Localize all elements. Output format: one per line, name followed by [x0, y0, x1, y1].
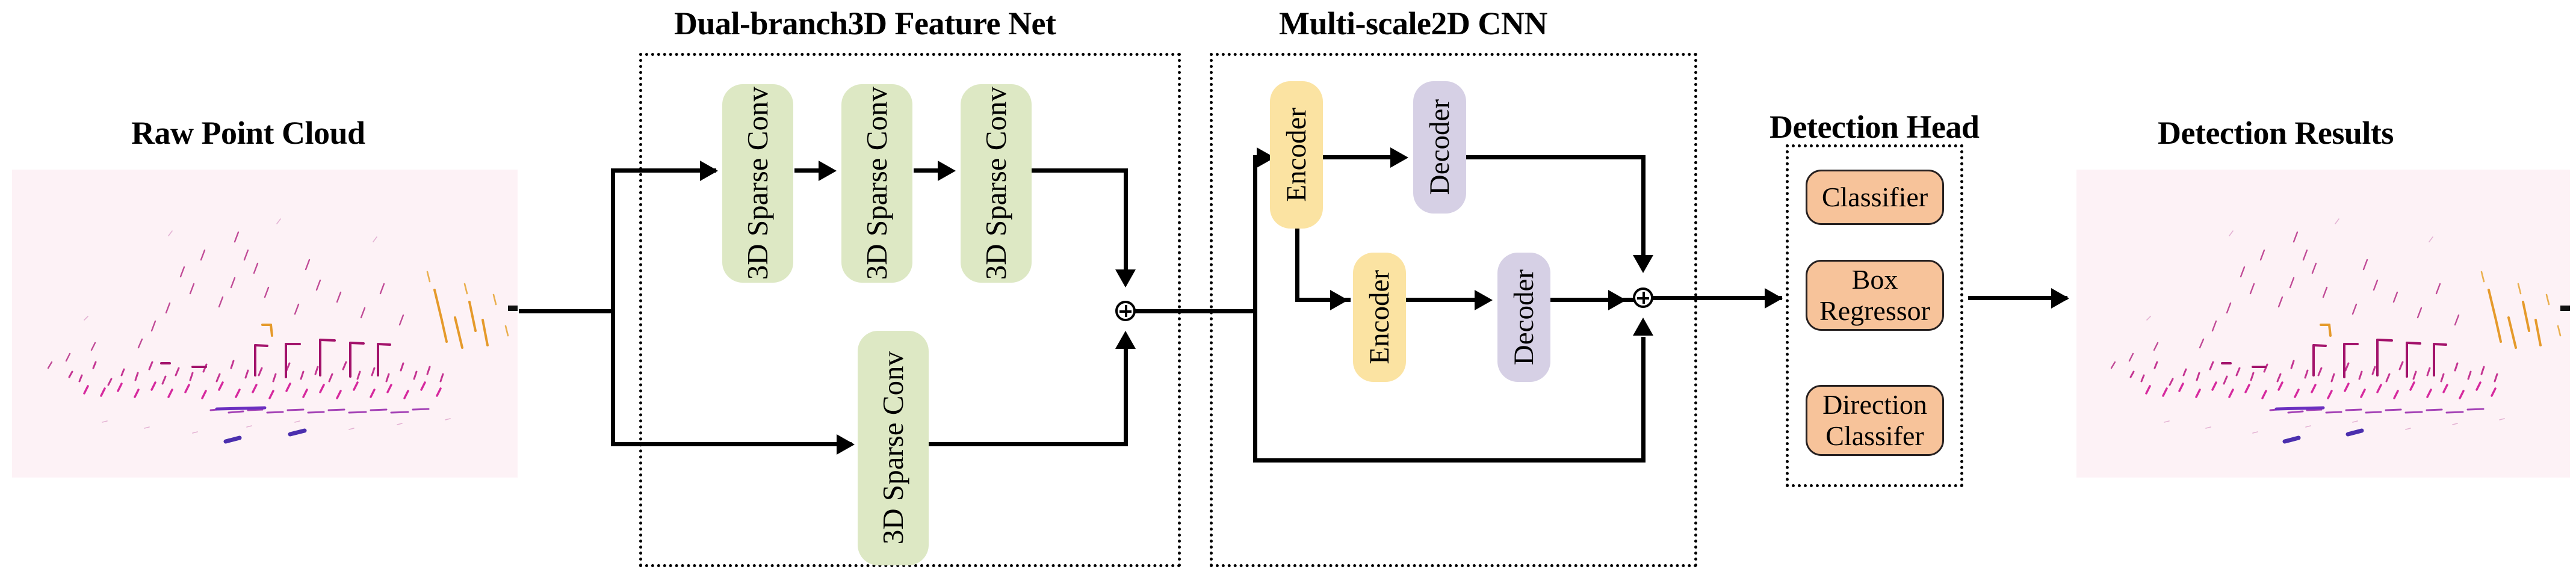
block-label: Encoder	[1280, 108, 1312, 202]
arrow-into-encoder2	[1330, 290, 1348, 310]
arrow-conv2-to-conv3	[938, 161, 956, 181]
connector-encoder1-to-encoder2	[1295, 298, 1351, 302]
arrow-into-conv4	[837, 434, 855, 455]
connector-input-to-split	[519, 309, 615, 313]
connector-right-rail-down	[1641, 155, 1646, 259]
caption-raw-point-cloud: Raw Point Cloud	[131, 115, 365, 151]
arrow-into-decoder2	[1475, 290, 1493, 310]
merge-sum-cnn	[1633, 287, 1653, 308]
head-block-label-line2: Regressor	[1819, 295, 1930, 326]
connector-decoder2-to-merge	[1550, 298, 1635, 302]
connector-conv2-to-conv3	[914, 168, 941, 173]
connector-conv1-to-conv2	[794, 168, 822, 173]
connector-decoder1-to-right-rail	[1466, 155, 1646, 159]
arrow-into-detection-head	[1765, 288, 1783, 309]
group-frame-detection-head	[1786, 144, 1963, 487]
connector-encoder1-to-decoder1	[1323, 155, 1401, 159]
connector-merge-to-cnn	[1135, 309, 1255, 313]
arrow-decoder1-into-merge	[1633, 255, 1653, 273]
connector-split-vertical	[611, 168, 615, 446]
head-block-label: Classifier	[1821, 182, 1928, 213]
merge-sum-backbone	[1115, 301, 1136, 321]
head-block-classifier[interactable]: Classifier	[1806, 170, 1944, 225]
block-label: Encoder	[1363, 270, 1395, 364]
block-label: 3D Sparse Conv	[876, 351, 909, 545]
connector-skip-bottom	[1253, 458, 1646, 463]
arrow-decoder2-into-merge	[1608, 290, 1626, 310]
arrow-into-conv1	[700, 161, 718, 181]
block-decoder-2[interactable]: Decoder	[1497, 253, 1550, 382]
block-label: Decoder	[1423, 99, 1455, 195]
arrow-bottom-into-merge	[1115, 331, 1136, 349]
connector-split-to-conv4	[611, 442, 852, 446]
caption-detection-head: Detection Head	[1769, 109, 1980, 145]
block-3d-sparse-conv-3[interactable]: 3D Sparse Conv	[961, 84, 1032, 283]
block-label: 3D Sparse Conv	[859, 87, 893, 280]
arrow-into-decoder1	[1390, 147, 1408, 168]
block-encoder-2[interactable]: Encoder	[1353, 253, 1406, 382]
raw-point-cloud-image	[12, 170, 518, 478]
connector-cnn-to-head	[1653, 296, 1782, 300]
arrow-skip-into-merge	[1633, 318, 1653, 336]
caption-detection-results: Detection Results	[2158, 115, 2394, 151]
connector-topbranch-down-to-merge	[1124, 168, 1128, 274]
connector-bottombranch-up-to-merge	[1124, 349, 1128, 444]
arrow-into-detection-results	[2051, 288, 2069, 309]
block-label: 3D Sparse Conv	[979, 87, 1012, 280]
connector-encoder1-down	[1295, 229, 1299, 302]
connector-skip-up	[1641, 337, 1646, 462]
connector-cnn-split-vertical	[1253, 155, 1257, 462]
block-3d-sparse-conv-1[interactable]: 3D Sparse Conv	[722, 84, 793, 283]
block-3d-sparse-conv-2[interactable]: 3D Sparse Conv	[841, 84, 912, 283]
caption-multi-scale-2d-cnn: Multi-scale2D CNN	[1279, 5, 1547, 42]
connector-encoder2-to-decoder2	[1406, 298, 1485, 302]
block-label: 3D Sparse Conv	[740, 87, 774, 280]
head-block-label-line1: Direction	[1822, 389, 1927, 420]
caption-dual-branch-3d-feature-net: Dual-branch3D Feature Net	[674, 5, 1056, 42]
block-decoder-1[interactable]: Decoder	[1413, 81, 1466, 214]
arrow-conv1-to-conv2	[819, 161, 837, 181]
connector-split-to-conv1	[611, 168, 716, 173]
block-label: Decoder	[1508, 269, 1540, 366]
arrow-top-into-merge	[1115, 269, 1136, 287]
head-block-label-line2: Classifer	[1825, 420, 1924, 451]
block-encoder-1[interactable]: Encoder	[1270, 81, 1323, 229]
head-block-direction-classifier[interactable]: Direction Classifer	[1806, 385, 1944, 456]
connector-conv3-to-merge	[1032, 168, 1128, 173]
head-block-label-line1: Box	[1851, 264, 1898, 295]
detection-results-image	[2076, 170, 2570, 478]
connector-head-to-results	[1968, 296, 2067, 300]
block-3d-sparse-conv-4[interactable]: 3D Sparse Conv	[858, 331, 929, 565]
head-block-box-regressor[interactable]: Box Regressor	[1806, 260, 1944, 331]
connector-conv4-to-merge	[929, 442, 1128, 446]
